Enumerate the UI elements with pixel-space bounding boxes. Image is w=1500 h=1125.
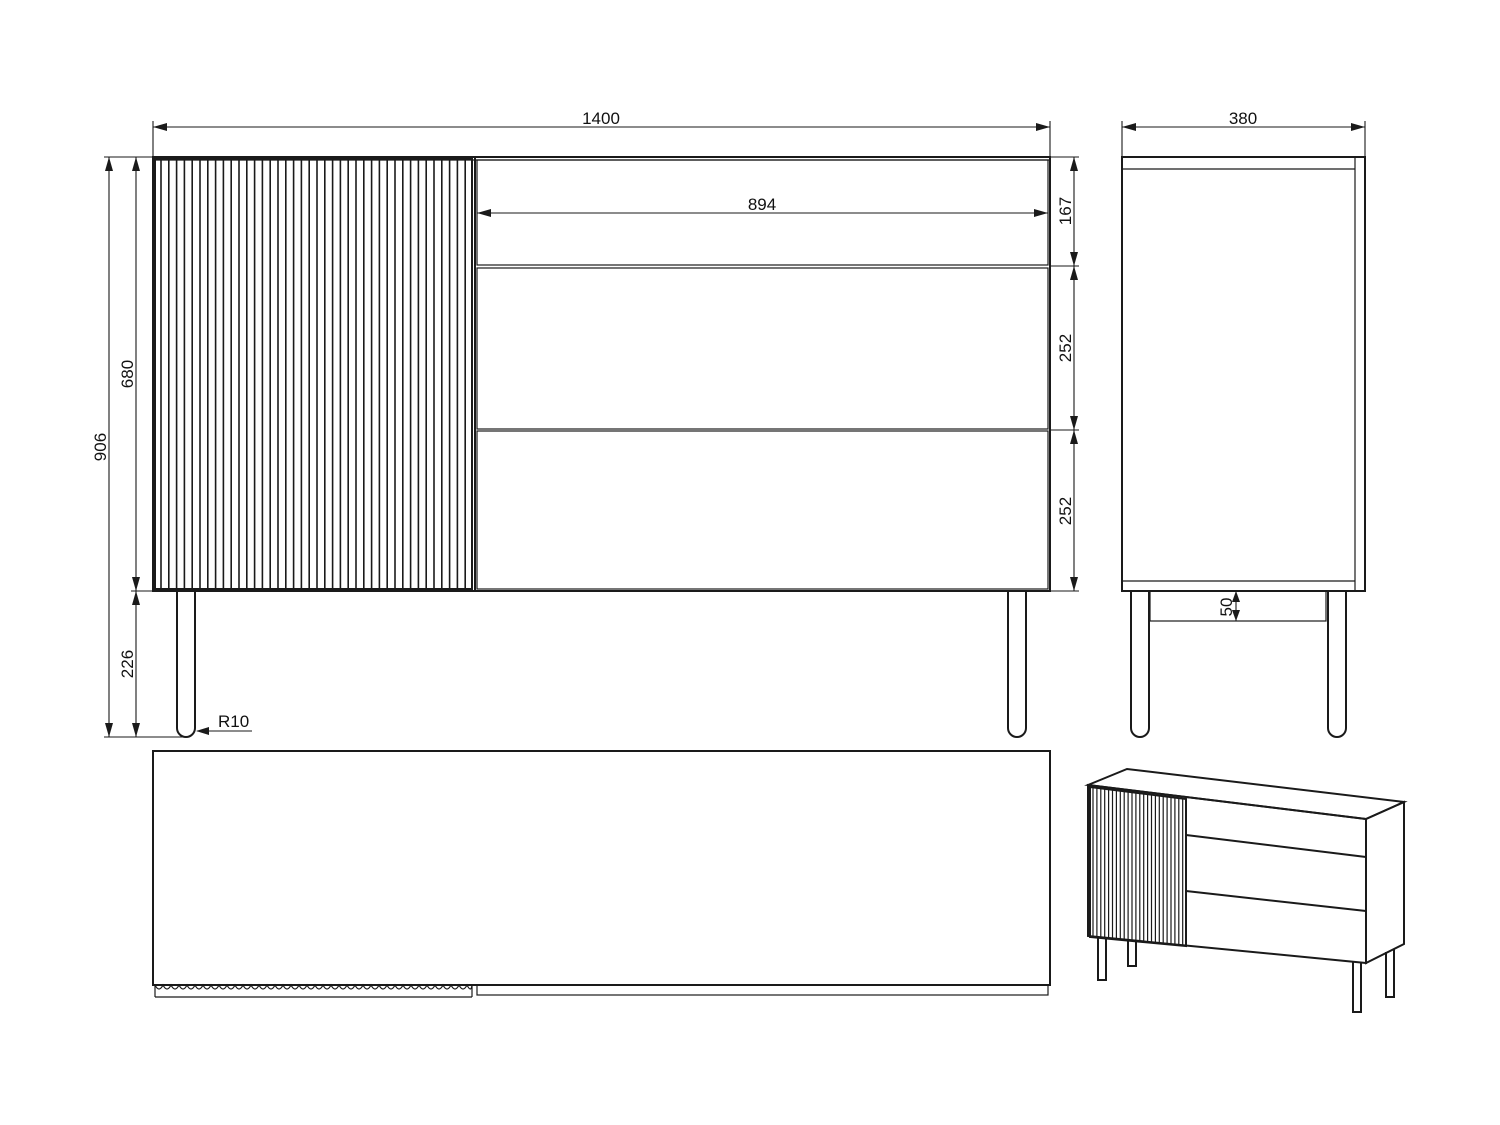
leg-radius-label: R10 (218, 712, 249, 731)
side-body (1121, 156, 1366, 592)
side-leg-left (1130, 591, 1150, 738)
leg-right (1007, 591, 1027, 738)
fluted-door-edge (154, 983, 473, 990)
body-height-label: 680 (118, 360, 137, 388)
perspective-view (1084, 767, 1408, 1013)
side-view (1121, 156, 1366, 738)
side-apron (1149, 590, 1327, 622)
dim-body-height: 680 (118, 157, 153, 592)
side-leg-right (1327, 591, 1347, 738)
persp-drawer-line-2 (1185, 890, 1367, 912)
drawer-bottom-height-label: 252 (1056, 497, 1075, 525)
leg-left (176, 591, 196, 738)
drawer-middle (476, 267, 1049, 430)
door-flutes (160, 160, 467, 588)
leg-height-label: 226 (118, 650, 137, 678)
apron-height-label: 50 (1217, 598, 1236, 617)
persp-door-flutes (1092, 787, 1184, 946)
persp-leg-front-left (1097, 938, 1107, 981)
persp-drawer-line-1 (1185, 834, 1367, 858)
persp-front (1087, 783, 1367, 965)
cabinet-body (152, 156, 1051, 592)
drawer-mid-height-label: 252 (1056, 334, 1075, 362)
persp-side (1365, 800, 1405, 965)
dim-total-width: 1400 (152, 109, 1051, 157)
drawer-front-edge (476, 984, 1049, 996)
persp-leg-front-right (1352, 962, 1362, 1013)
fluted-door (154, 158, 473, 590)
drawer-top-height-label: 167 (1056, 197, 1075, 225)
drawer-width-label: 894 (748, 195, 776, 214)
dim-drawer-heights: 167 252 252 (1050, 156, 1079, 592)
leg-radius-callout: R10 (196, 712, 252, 735)
total-width-label: 1400 (582, 109, 620, 128)
drawer-bottom (476, 430, 1049, 590)
front-view (152, 156, 1051, 738)
dim-total-height: 906 (91, 156, 186, 738)
dim-leg-height: 226 (118, 591, 140, 737)
persp-leg-back-right (1385, 949, 1395, 998)
dim-apron-height: 50 (1217, 591, 1240, 621)
dim-depth: 380 (1121, 109, 1366, 157)
persp-leg-back-left (1127, 940, 1137, 967)
top-view (152, 750, 1051, 998)
top-surface (152, 750, 1051, 986)
depth-label: 380 (1229, 109, 1257, 128)
total-height-label: 906 (91, 433, 110, 461)
dim-drawer-width: 894 (477, 195, 1048, 217)
